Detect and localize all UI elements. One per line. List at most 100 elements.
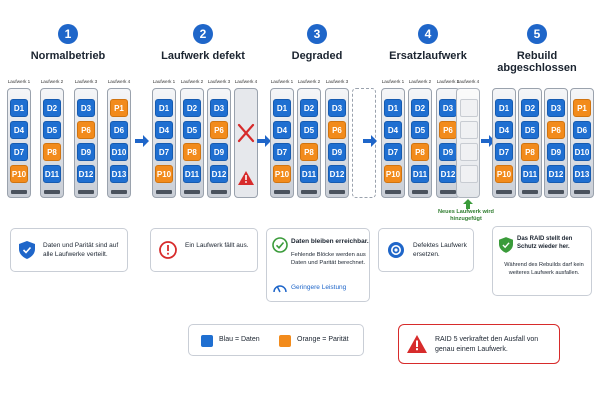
block-data: D13 <box>573 165 591 183</box>
drive-3: D3 P6 D9 D12 <box>325 88 349 198</box>
drive-label: Laufwerk 4 <box>234 79 258 84</box>
block-parity: P8 <box>411 143 429 161</box>
block-parity: P10 <box>273 165 291 183</box>
drive-foot <box>11 190 27 194</box>
block-data: D2 <box>43 99 61 117</box>
drive-label: Laufwerk 1 <box>152 79 176 84</box>
shield-check-icon <box>499 237 513 253</box>
drive-foot <box>184 190 200 194</box>
warning-text: RAID 5 verkraftet den Ausfall von genau … <box>435 336 539 353</box>
block-data: D11 <box>300 165 318 183</box>
drive-foot <box>156 190 172 194</box>
arrow-right-icon <box>135 135 149 147</box>
drive-foot <box>412 190 428 194</box>
drive-1: D1 D4 D7 P10 <box>381 88 405 198</box>
empty-slot <box>460 143 478 161</box>
block-data: D3 <box>77 99 95 117</box>
block-data: D12 <box>210 165 228 183</box>
block-parity: P6 <box>77 121 95 139</box>
block-data: D1 <box>495 99 513 117</box>
block-data: D9 <box>439 143 457 161</box>
block-data: D12 <box>328 165 346 183</box>
block-parity: P10 <box>495 165 513 183</box>
block-data: D4 <box>495 121 513 139</box>
card-drive-failed: Ein Laufwerk fällt aus. <box>150 228 258 272</box>
block-parity: P8 <box>300 143 318 161</box>
block-data: D5 <box>183 121 201 139</box>
drive-label: Laufwerk 2 <box>40 79 64 84</box>
card-replace-drive: Defektes Laufwerk ersetzen. <box>378 228 474 272</box>
block-data: D5 <box>411 121 429 139</box>
block-data: D10 <box>573 143 591 161</box>
block-data: D3 <box>547 99 565 117</box>
new-drive <box>456 88 480 198</box>
empty-slot <box>460 99 478 117</box>
stage-4-title: Ersatzlaufwerk <box>389 50 467 62</box>
drive-2: D2 D5 P8 D11 <box>180 88 204 198</box>
drive-foot <box>385 190 401 194</box>
drive-foot <box>496 190 512 194</box>
drive-label: Laufwerk 2 <box>297 79 321 84</box>
block-data: D9 <box>328 143 346 161</box>
drive-3: D3 P6 D9 D12 <box>544 88 568 198</box>
warning-icon <box>238 171 254 185</box>
block-data: D11 <box>521 165 539 183</box>
drive-label: Laufwerk 3 <box>325 79 349 84</box>
drive-foot <box>111 190 127 194</box>
card-text: Fehlende Blöcke werden aus Daten und Par… <box>291 252 366 266</box>
block-data: D9 <box>210 143 228 161</box>
block-parity: P6 <box>547 121 565 139</box>
drive-label: Laufwerk 2 <box>180 79 204 84</box>
block-data: D12 <box>547 165 565 183</box>
block-data: D7 <box>495 143 513 161</box>
block-data: D12 <box>439 165 457 183</box>
legend-parity-label: Orange = Parität <box>297 336 349 343</box>
empty-slot <box>460 165 478 183</box>
legend: Blau = Daten Orange = Parität <box>188 324 364 356</box>
stage-3-title: Degraded <box>291 50 343 62</box>
warning-icon <box>407 335 427 353</box>
drive-label: Laufwerk 1 <box>381 79 405 84</box>
shield-check-icon <box>19 241 35 259</box>
block-data: D1 <box>384 99 402 117</box>
drive-1: D1 D4 D7 P10 <box>7 88 31 198</box>
block-data: D7 <box>155 143 173 161</box>
arrow-right-icon <box>481 135 495 147</box>
drive-foot <box>522 190 538 194</box>
performance-note: Geringere Leistung <box>291 284 347 291</box>
block-parity: P10 <box>155 165 173 183</box>
drive-label: Laufwerk 2 <box>408 79 432 84</box>
check-circle-icon <box>272 237 288 253</box>
drive-foot <box>211 190 227 194</box>
block-parity: P8 <box>183 143 201 161</box>
empty-drive-slot <box>352 88 376 198</box>
block-parity: P1 <box>110 99 128 117</box>
drive-4-failed <box>234 88 258 198</box>
block-parity: P10 <box>10 165 28 183</box>
block-data: D7 <box>384 143 402 161</box>
drive-foot <box>574 190 590 194</box>
arrow-up-icon <box>463 199 473 209</box>
block-parity: P1 <box>573 99 591 117</box>
drive-label: Laufwerk 1 <box>270 79 294 84</box>
legend-parity-swatch <box>279 335 291 347</box>
empty-slot <box>460 121 478 139</box>
arrow-right-icon <box>257 135 271 147</box>
drive-foot <box>548 190 564 194</box>
stage-5-title: Rebuild abgeschlossen <box>497 50 577 74</box>
card-normal-operation: Daten und Parität sind auf alle Laufwerk… <box>10 228 128 272</box>
drive-foot <box>78 190 94 194</box>
drive-foot <box>440 190 456 194</box>
drive-label: Laufwerk 3 <box>207 79 231 84</box>
block-data: D7 <box>273 143 291 161</box>
block-data: D5 <box>300 121 318 139</box>
card-title: Daten bleiben erreichbar. <box>291 238 369 245</box>
drive-3: D3 P6 D9 D12 <box>74 88 98 198</box>
block-data: D10 <box>110 143 128 161</box>
stage-1-number: 1 <box>58 24 78 44</box>
block-data: D4 <box>384 121 402 139</box>
gauge-icon <box>273 285 287 293</box>
block-parity: P6 <box>328 121 346 139</box>
drive-label: Laufwerk 4 <box>456 79 480 84</box>
block-parity: P8 <box>521 143 539 161</box>
